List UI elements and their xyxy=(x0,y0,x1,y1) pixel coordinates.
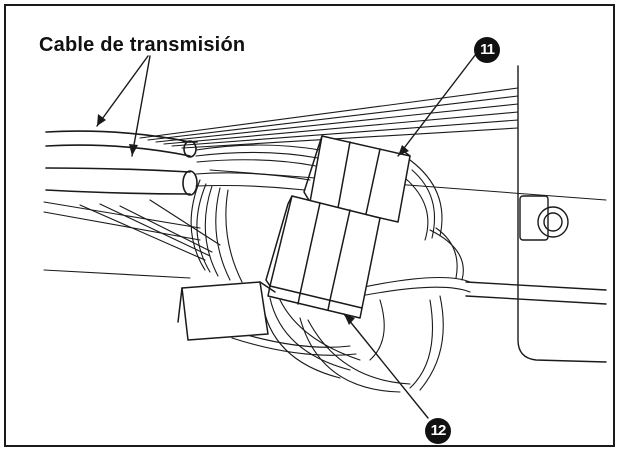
cable-label: Cable de transmisión xyxy=(39,34,246,56)
machine-body xyxy=(209,65,607,363)
part-number-12-badge: 12 xyxy=(425,418,451,444)
part-number-11-badge: 11 xyxy=(474,37,500,63)
transmission-cable xyxy=(45,130,198,196)
base-plate xyxy=(43,199,221,279)
frame-rails xyxy=(139,87,519,149)
small-connector xyxy=(177,281,276,341)
leader-arrowheads xyxy=(97,114,409,325)
leader-lines xyxy=(96,53,477,419)
connector-12 xyxy=(265,195,381,319)
